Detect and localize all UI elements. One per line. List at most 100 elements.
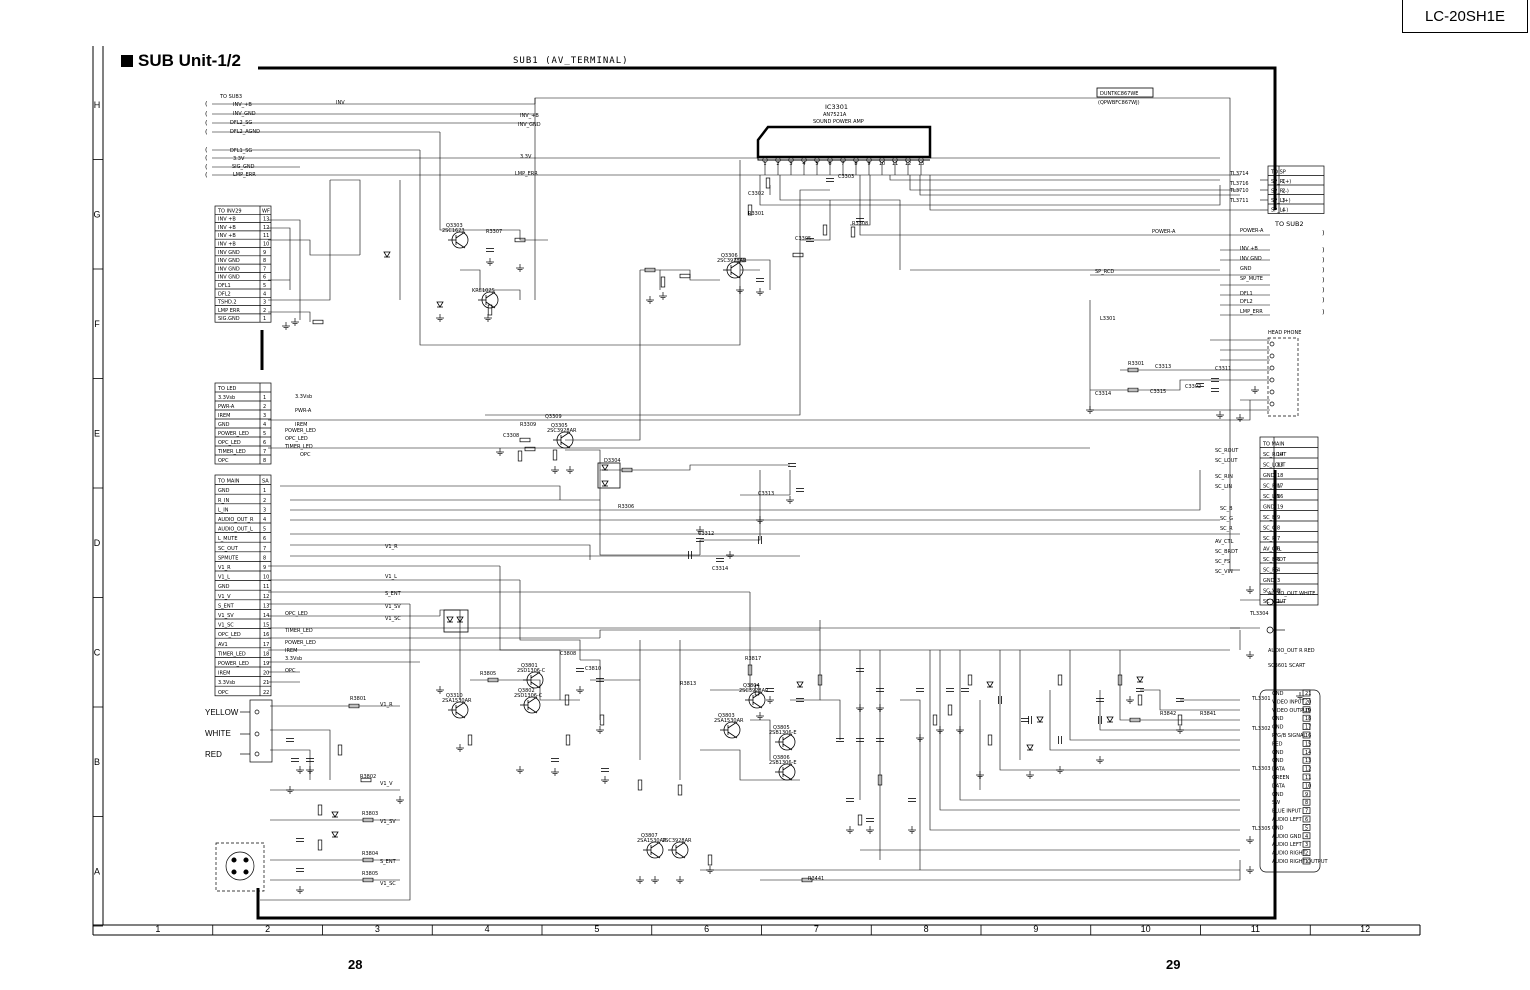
pin-number: 19 [263,661,269,667]
pin-number: 7 [1277,536,1280,542]
resistor [765,177,771,189]
scart-pin-name: BLUE INPUT [1272,809,1302,815]
pin-number: 5 [263,283,266,289]
pin-number: 14 [1277,452,1283,458]
pin-name: R_IN [218,498,229,504]
component-ref: TL3301 [1251,696,1271,702]
transistor-part: 2SC3928AR [662,838,692,844]
pin-name: OPC_LED [218,632,241,638]
pin-number: 11 [263,233,269,239]
scart-pin-box [1302,765,1311,772]
scart-pin-number: 10 [1305,783,1311,789]
transistor-emitter [782,773,793,781]
pin-name: SC_ROUT [1263,452,1287,458]
component-ref: SC_ROUT [1215,448,1239,454]
grid-col-label: 6 [704,924,709,934]
transistor-ref: Q3805 [773,725,790,731]
transistor-emitter [530,681,541,689]
ic-pin-number: 10 [879,161,885,167]
diode [383,251,391,258]
resistor [317,804,323,816]
scart-pin-number: 12 [1305,767,1311,773]
scart-pin-box [1302,782,1311,789]
resistor [517,450,523,462]
pin-number: 1 [263,488,266,494]
grid-col-label: 10 [1141,924,1151,934]
scart-pin-name: GND [1272,725,1284,731]
transistor [448,701,469,719]
diode-body [796,681,804,688]
transistor-collector [560,431,571,439]
component-ref: LMP_ERR [233,172,256,178]
component-ref: R3306 [618,504,634,510]
component-ref: C3314 [1095,391,1111,397]
component-ref: R3817 [745,656,761,662]
transistor-collector [727,721,738,729]
component-ref: INV [336,100,345,106]
pin-number: 11 [263,584,269,590]
resistor [987,734,993,746]
pin-number: 3 [263,507,266,513]
resistor [817,674,823,686]
transistor-ref: Q3804 [743,683,760,689]
diode [331,831,339,838]
component-ref: 3.3Vsb [285,656,302,662]
pin-number: 2 [263,498,266,504]
pin-name: SC_VOUT [1263,599,1287,605]
transistor [775,733,796,751]
component-ref: TL3710 [1229,188,1249,194]
audio-out-white-label: AUDIO_OUT WHITE [1268,591,1315,597]
connector-bracket: ( [205,146,208,154]
pin-name: SC_FS [1263,568,1278,574]
schematic-subtitle: SUB1 (AV_TERMINAL) [513,56,629,66]
component-ref: POWER-A [1240,228,1264,234]
transistor-part: 2SD1306-C [514,693,543,699]
scart-pin-box [1302,714,1311,722]
diode [446,616,454,623]
connector-bracket: ( [205,119,208,127]
pin-number: 20 [263,671,269,677]
pin-name: L_MUTE [218,536,237,542]
diode-body [456,616,464,623]
model-number: LC-20SH1E [1402,0,1528,33]
grid-col-label: 4 [485,924,490,934]
component-ref: TL3302 [1251,726,1271,732]
diode [1106,716,1114,723]
pin-number: 2 [1277,589,1280,595]
diode-body [331,831,339,838]
scart-pin-number: 9 [1305,792,1308,798]
pin-number: 16 [1277,494,1283,500]
transistor-collector [530,671,541,679]
pin-name: SC_OUT [218,546,239,552]
scart-pin-number: 19 [1305,708,1311,714]
component-ref: R3309 [520,422,536,428]
scart-pin-name: GREEN [1272,775,1290,781]
component-ref: OPC [300,452,311,458]
pin-name: GND [218,584,230,590]
scart-pin-box [1302,723,1311,730]
pin-name: SC_B [1263,515,1276,521]
pin-name: DFL2 [218,291,231,297]
pin-number: 8 [263,555,266,561]
scart-pin-number: 20 [1305,699,1311,705]
resistor [1117,674,1123,686]
pin-name: SC_G [1263,526,1276,532]
pin-name: TSHD.2 [217,300,237,306]
transistor-ref: Q3802 [518,688,535,694]
ic-pin-number: 12 [905,161,911,167]
component-ref: TL3711 [1229,198,1249,204]
scart-pin-number: 14 [1305,750,1311,756]
pin-number: 13 [1277,463,1283,469]
scart-pin-box [1302,815,1311,823]
pin-number: 9 [263,565,266,571]
audio-out-red-label: AUDIO_OUT R RED [1268,648,1315,654]
transistor-ref: Q3806 [773,755,790,761]
scart-pin-box [1302,698,1311,705]
diode [1136,676,1144,683]
resistor [1127,387,1139,393]
tbl-led-frame [214,382,272,465]
component-ref: V1_SV [385,604,401,610]
pin-name: IREM [218,671,230,677]
scart-pin-box [1302,689,1311,697]
pin-name: OPC [218,690,229,696]
